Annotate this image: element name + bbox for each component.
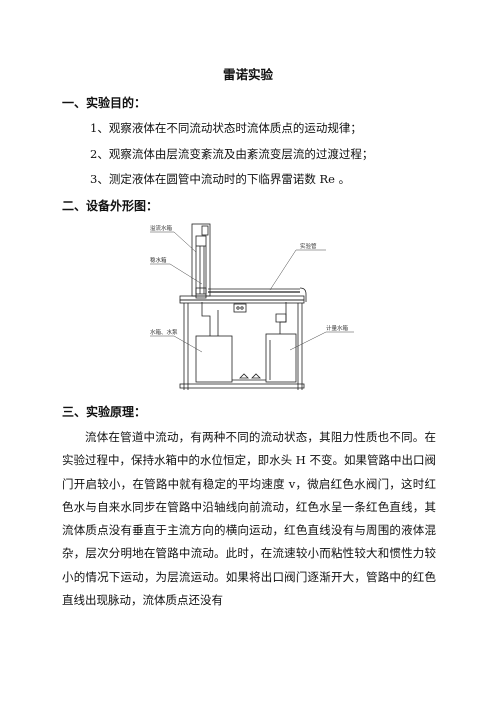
principle-paragraph: 流体在管道中流动，有两种不同的流动状态，其阻力性质也不同。在实验过程中，保持水箱… [62,430,436,608]
measuring-tank [265,333,297,383]
label-experiment-tube: 实验管 [300,242,317,250]
label-measuring-tank: 计量水箱 [326,324,349,332]
purpose-item-2: 2、观察流体由层流变紊流及由紊流变层流的过渡过程； [90,147,374,161]
purpose-item-1: 1、观察液体在不同流动状态时流体质点的运动规律； [90,121,362,135]
section-heading-purpose: 一、实验目的： [62,96,147,110]
water-tank [195,335,233,383]
label-water-pump: 水箱、水泵 [150,328,178,336]
document-title: 雷诺实验 [222,67,273,82]
label-water-tank: 稳水箱 [150,256,167,264]
section-heading-equipment: 二、设备外形图： [62,199,159,213]
section-heading-principle: 三、实验原理： [62,405,147,419]
label-red-dye-bottle: 溢流水箱 [150,224,173,232]
purpose-item-3: 3、测定液体在圆管中流动时的下临界雷诺数 Re 。 [90,172,351,186]
equipment-diagram: 溢流水箱 稳水箱 实验管 水箱、水泵 计量水箱 [150,223,354,390]
